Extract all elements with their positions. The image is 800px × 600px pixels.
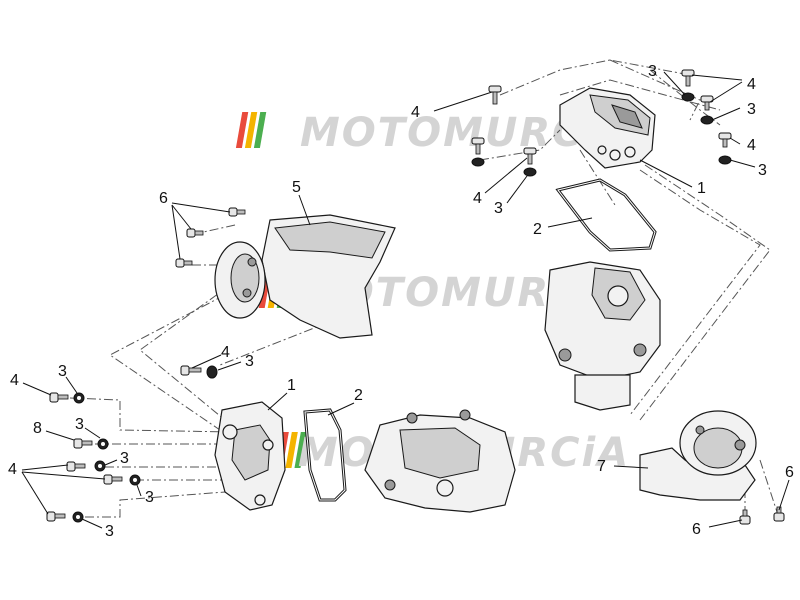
valve-cover-gasket-top [555,178,657,252]
callout-left-bolt-8: 8 [33,420,42,437]
bolt-icon [175,258,193,268]
bolt-icon [228,207,246,217]
bolt-icon [471,137,485,155]
left-fasteners [46,392,141,523]
bolt-icon [739,509,751,525]
bolt-icon [700,95,714,111]
callout-top-gasket: 2 [533,221,542,238]
washer-icon [471,157,485,167]
callout-heat-shield-bolts: 6 [159,190,168,207]
cylinder-head-lower [364,409,516,513]
callout-top-bolt-d: 4 [473,190,482,207]
callout-bottom-gasket: 2 [354,387,363,404]
callout-top-bolt-b: 4 [747,76,756,93]
callout-heat-shield: 5 [292,179,301,196]
callout-left-washer-2: 3 [75,416,84,433]
callout-left-washer-3: 3 [120,450,129,467]
washer-icon [700,115,714,125]
callout-top-washer-b: 3 [747,101,756,118]
valve-cover-top [559,87,656,169]
cylinder-head-upper [544,261,661,411]
callout-mid-washer: 3 [245,353,254,370]
callout-top-washer-a: 3 [648,63,657,80]
callout-top-washer-c: 3 [758,162,767,179]
bolt-icon [49,392,69,403]
bolt-icon [186,228,204,238]
callout-right-guard: 7 [597,458,606,475]
top-fasteners [471,69,732,177]
leader-lines [21,71,790,529]
mid-fasteners [180,365,218,379]
callout-labels: 4 3 4 3 4 3 1 2 4 3 5 6 4 3 4 3 8 3 3 4 … [8,63,794,540]
callout-right-bolt-b: 6 [785,464,794,481]
bolt-icon [718,132,732,148]
washer-icon [206,365,218,379]
guard-bolts [739,506,785,525]
callout-right-bolt-a: 6 [692,521,701,538]
bolt-icon [66,461,86,472]
bolt-icon [488,85,502,105]
bolt-icon [180,365,202,376]
washer-icon [718,155,732,165]
callout-left-washer-1: 3 [58,363,67,380]
cylinder-guard [639,410,757,501]
callout-top-cover: 1 [697,180,706,197]
bolt-icon [523,147,537,165]
callout-left-bolts-group: 4 [8,461,17,478]
bolt-icon [681,69,695,87]
callout-mid-bolt: 4 [221,344,230,361]
bolt-icon [46,511,66,522]
callout-left-washer-5: 3 [105,523,114,540]
bolt-icon [73,438,93,449]
callout-top-washer-d: 3 [494,200,503,217]
callout-left-washer-4: 3 [145,489,154,506]
callout-top-bolt-a: 4 [411,104,420,121]
heat-shield-bolts [175,207,246,268]
heat-shield [214,214,396,339]
callout-bottom-cover: 1 [287,377,296,394]
washer-icon [523,167,537,177]
valve-cover-bottom [214,401,286,511]
callout-top-bolt-c: 4 [747,137,756,154]
callout-left-bolt-1: 4 [10,372,19,389]
bolt-icon [103,474,123,485]
